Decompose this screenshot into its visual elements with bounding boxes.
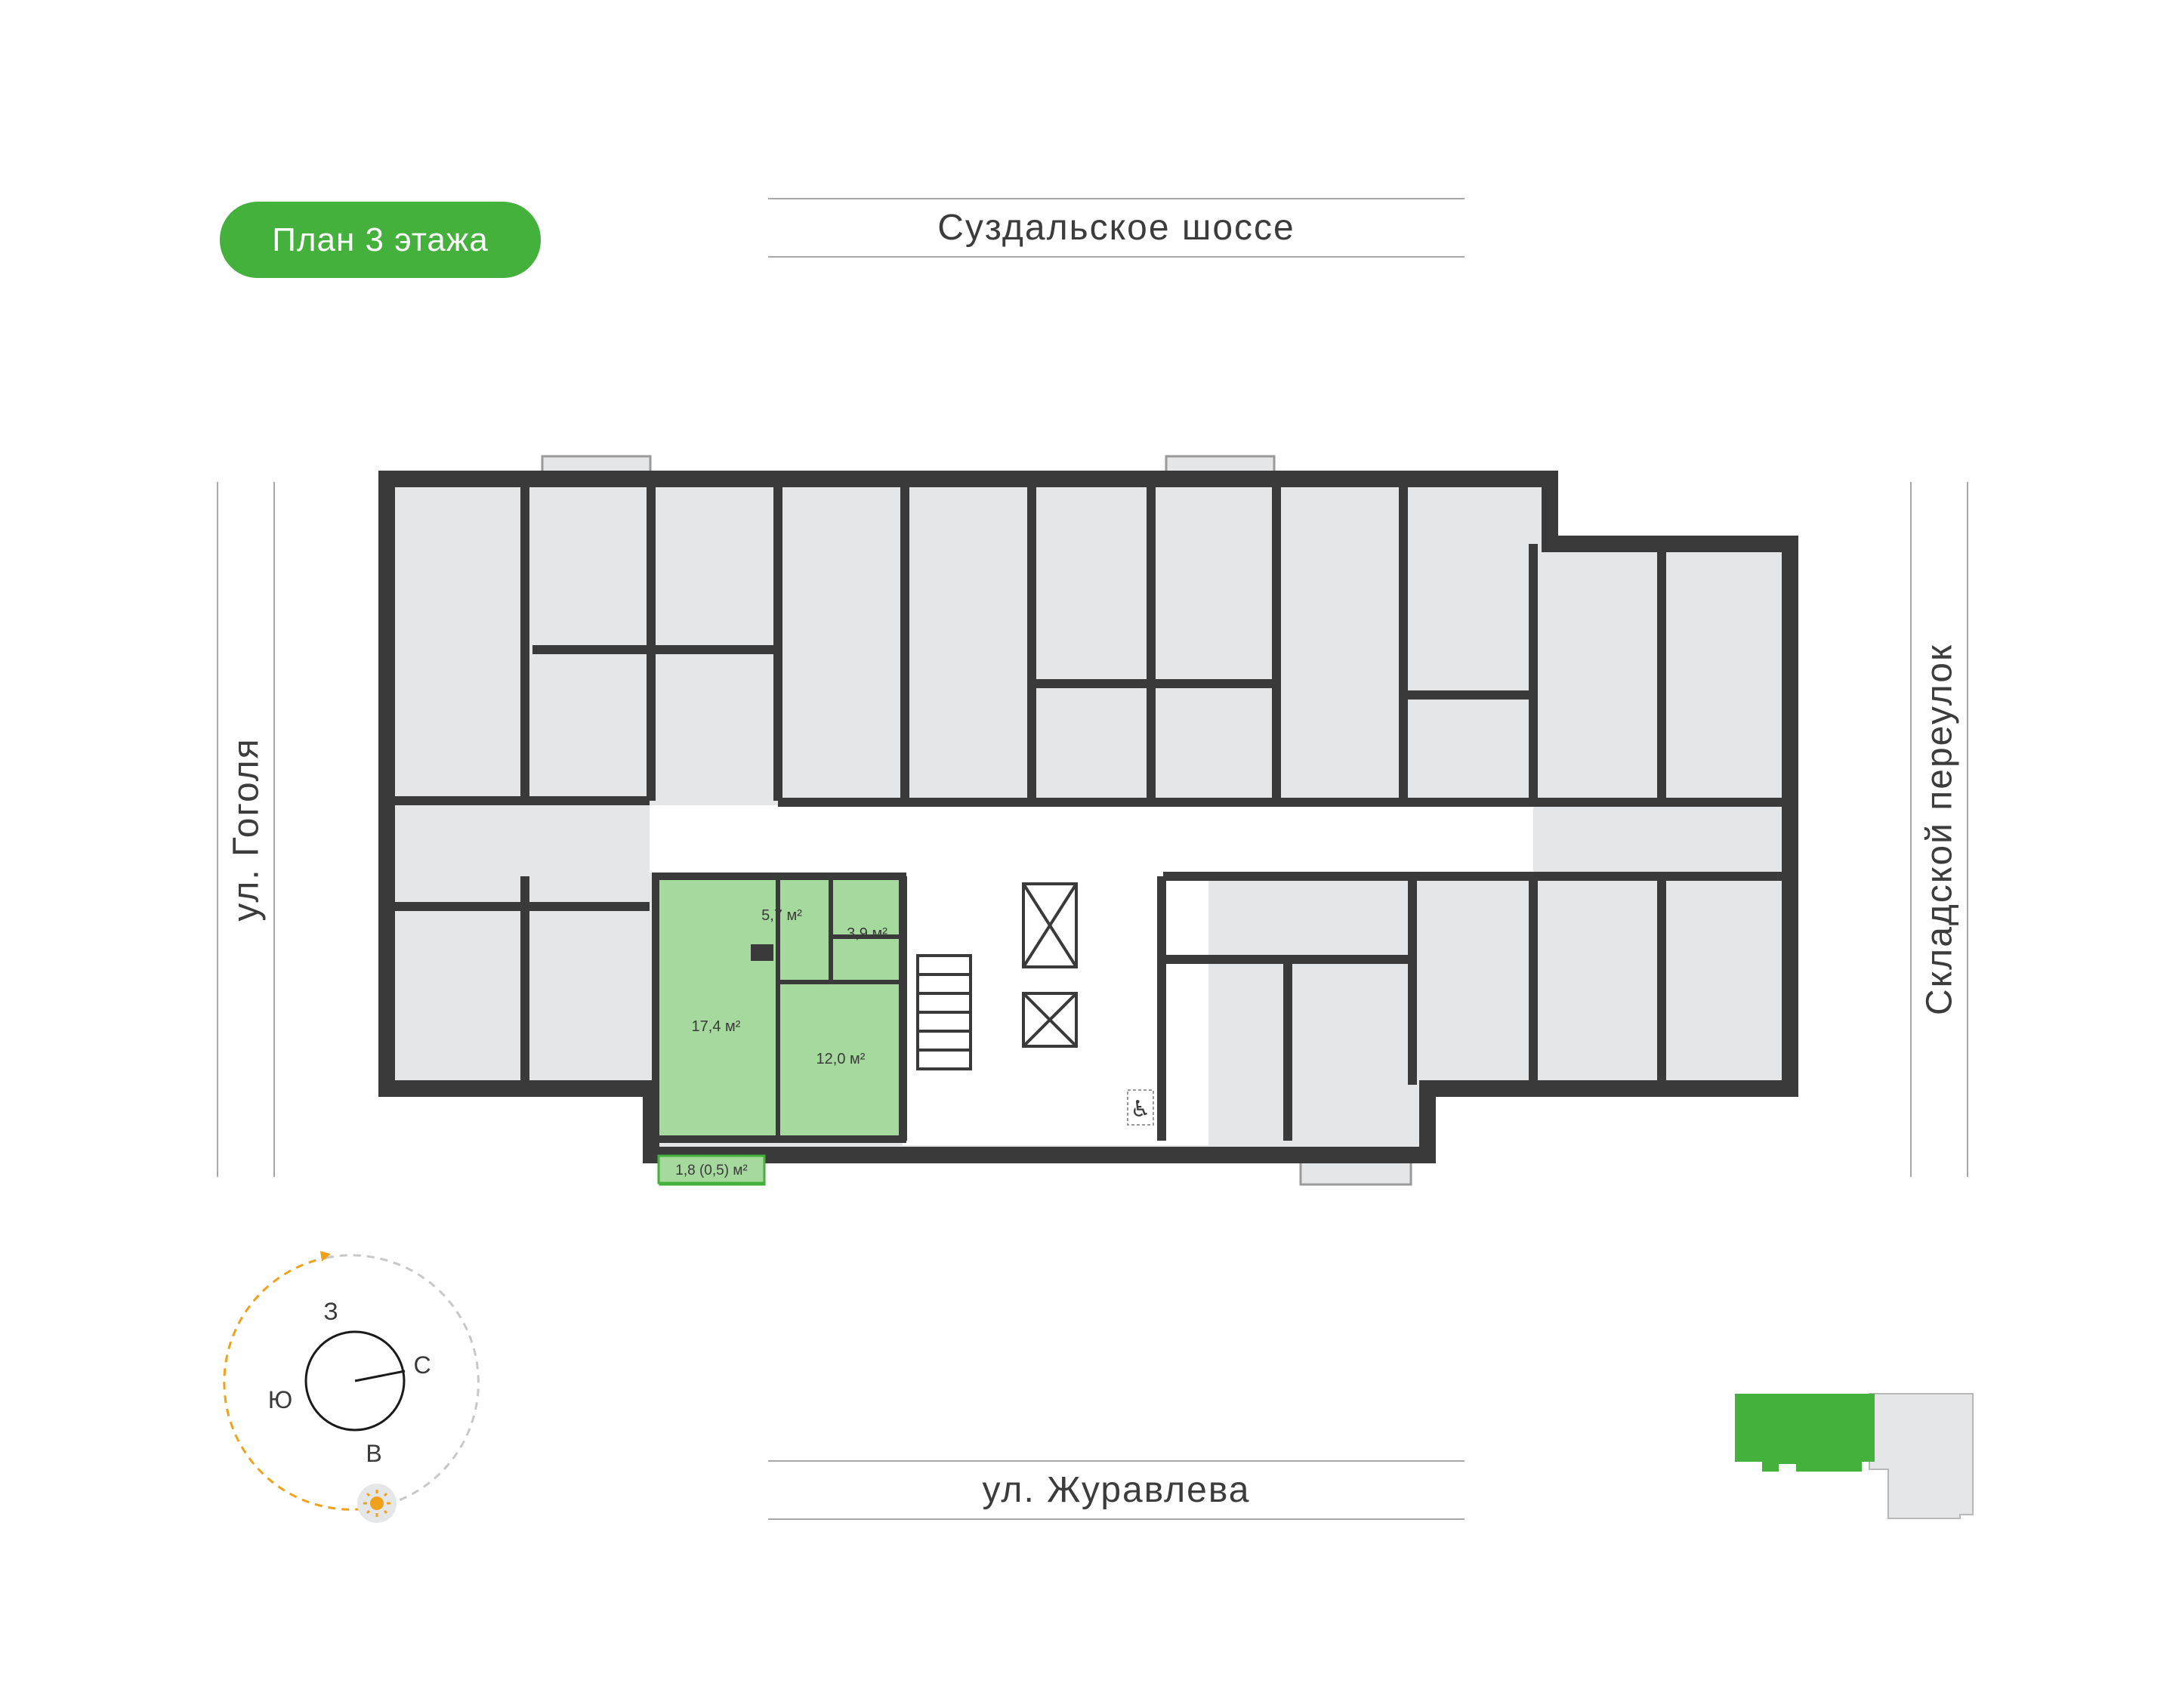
building — [378, 471, 1798, 1163]
street-top: Суздальское шоссе — [768, 198, 1465, 258]
room-area-balcony: 1,8 (0,5) м² — [675, 1163, 747, 1178]
compass-east-label: В — [366, 1440, 381, 1467]
room-area-living: 17,4 м² — [692, 1018, 741, 1035]
wheelchair-icon: ♿ — [1127, 1089, 1154, 1126]
street-left: ул. Гоголя — [217, 482, 275, 1177]
compass: З С Ю В — [223, 1251, 480, 1523]
street-bottom: ул. Журавлева — [768, 1460, 1465, 1520]
compass-south-label: Ю — [268, 1386, 292, 1413]
svg-text:♿: ♿ — [1131, 1097, 1151, 1122]
street-top-label: Суздальское шоссе — [937, 208, 1295, 248]
room-area-kitchen: 12,0 м² — [816, 1051, 866, 1067]
interior-walls — [393, 483, 1786, 1141]
compass-west-label: З — [323, 1298, 338, 1325]
selected-apartment[interactable]: 5,7 м² 3,9 м² 17,4 м² 12,0 м² 1,8 (0,5) … — [652, 873, 906, 1184]
compass-north-label: С — [413, 1351, 431, 1379]
site-minimap — [1735, 1393, 1974, 1519]
stair-core — [916, 882, 1078, 1070]
sun-path-arrow-icon — [320, 1251, 331, 1262]
street-right: Складской переулок — [1910, 482, 1968, 1177]
floor-badge: План 3 этажа — [220, 202, 541, 278]
room-area-hall: 5,7 м² — [761, 907, 802, 924]
room-area-bathroom: 3,9 м² — [847, 925, 887, 942]
street-bottom-label: ул. Журавлева — [982, 1470, 1251, 1510]
